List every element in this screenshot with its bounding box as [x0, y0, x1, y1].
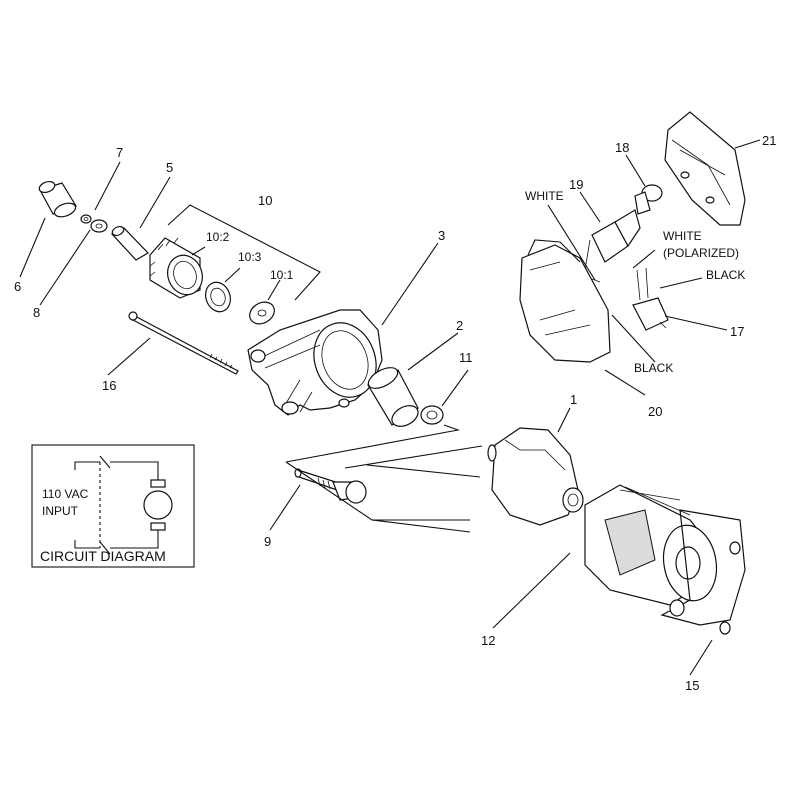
part-3-housing	[247, 309, 383, 416]
callout-10: 10	[258, 193, 272, 208]
leader-lines	[19, 139, 761, 676]
callout-10-2: 10:2	[206, 230, 230, 244]
callout-5: 5	[166, 160, 173, 175]
callout-10-3: 10:3	[238, 250, 262, 264]
part-20-housing	[519, 239, 611, 363]
wire-label-black-bottom: BLACK	[634, 361, 673, 375]
guide-lines-9	[285, 424, 483, 533]
wire-label-white-polarized: WHITE	[663, 229, 702, 243]
part-10-2-gear-cup	[149, 237, 203, 299]
callout-15: 15	[685, 678, 699, 693]
wire-label-polarized: (POLARIZED)	[663, 246, 739, 260]
part-7-ring	[80, 214, 92, 224]
part-10-1-washer	[249, 301, 275, 325]
callout-20: 20	[648, 404, 662, 419]
part-10-3-washer	[205, 281, 231, 313]
callout-12: 12	[481, 633, 495, 648]
part-8-bearing	[90, 219, 108, 233]
callout-17: 17	[730, 324, 744, 339]
callout-8: 8	[33, 305, 40, 320]
part-5-shaft	[111, 225, 149, 261]
part-11-bushing	[420, 405, 444, 425]
part-21-cover	[664, 111, 746, 226]
part-17-plug	[632, 267, 669, 331]
callout-7: 7	[116, 145, 123, 160]
wire-label-black-right: BLACK	[706, 268, 745, 282]
part-12-motor	[584, 484, 746, 635]
part-19-socket	[583, 209, 641, 283]
part-16-bolt	[128, 311, 239, 375]
callout-19: 19	[569, 177, 583, 192]
callout-16: 16	[102, 378, 116, 393]
part-1-gearbox	[487, 427, 584, 526]
callout-6: 6	[14, 279, 21, 294]
callout-11: 11	[459, 350, 473, 365]
callout-1: 1	[570, 392, 577, 407]
circuit-input-voltage: 110 VAC	[42, 487, 89, 501]
callout-10-1: 10:1	[270, 268, 294, 282]
circuit-input-label: INPUT	[42, 504, 79, 518]
callout-3: 3	[438, 228, 445, 243]
part-2-sleeve	[367, 367, 419, 427]
callout-9: 9	[264, 534, 271, 549]
part-6-sleeve	[38, 180, 77, 218]
callout-21: 21	[762, 133, 776, 148]
circuit-diagram-title: CIRCUIT DIAGRAM	[40, 548, 166, 564]
part-9-shaft	[294, 468, 367, 504]
part-18-lamp	[634, 184, 663, 215]
bracket-10	[167, 204, 321, 301]
callout-18: 18	[615, 140, 629, 155]
callout-2: 2	[456, 318, 463, 333]
circuit-diagram: 110 VAC INPUT CIRCUIT DIAGRAM	[31, 444, 195, 568]
wire-label-white: WHITE	[525, 189, 564, 203]
